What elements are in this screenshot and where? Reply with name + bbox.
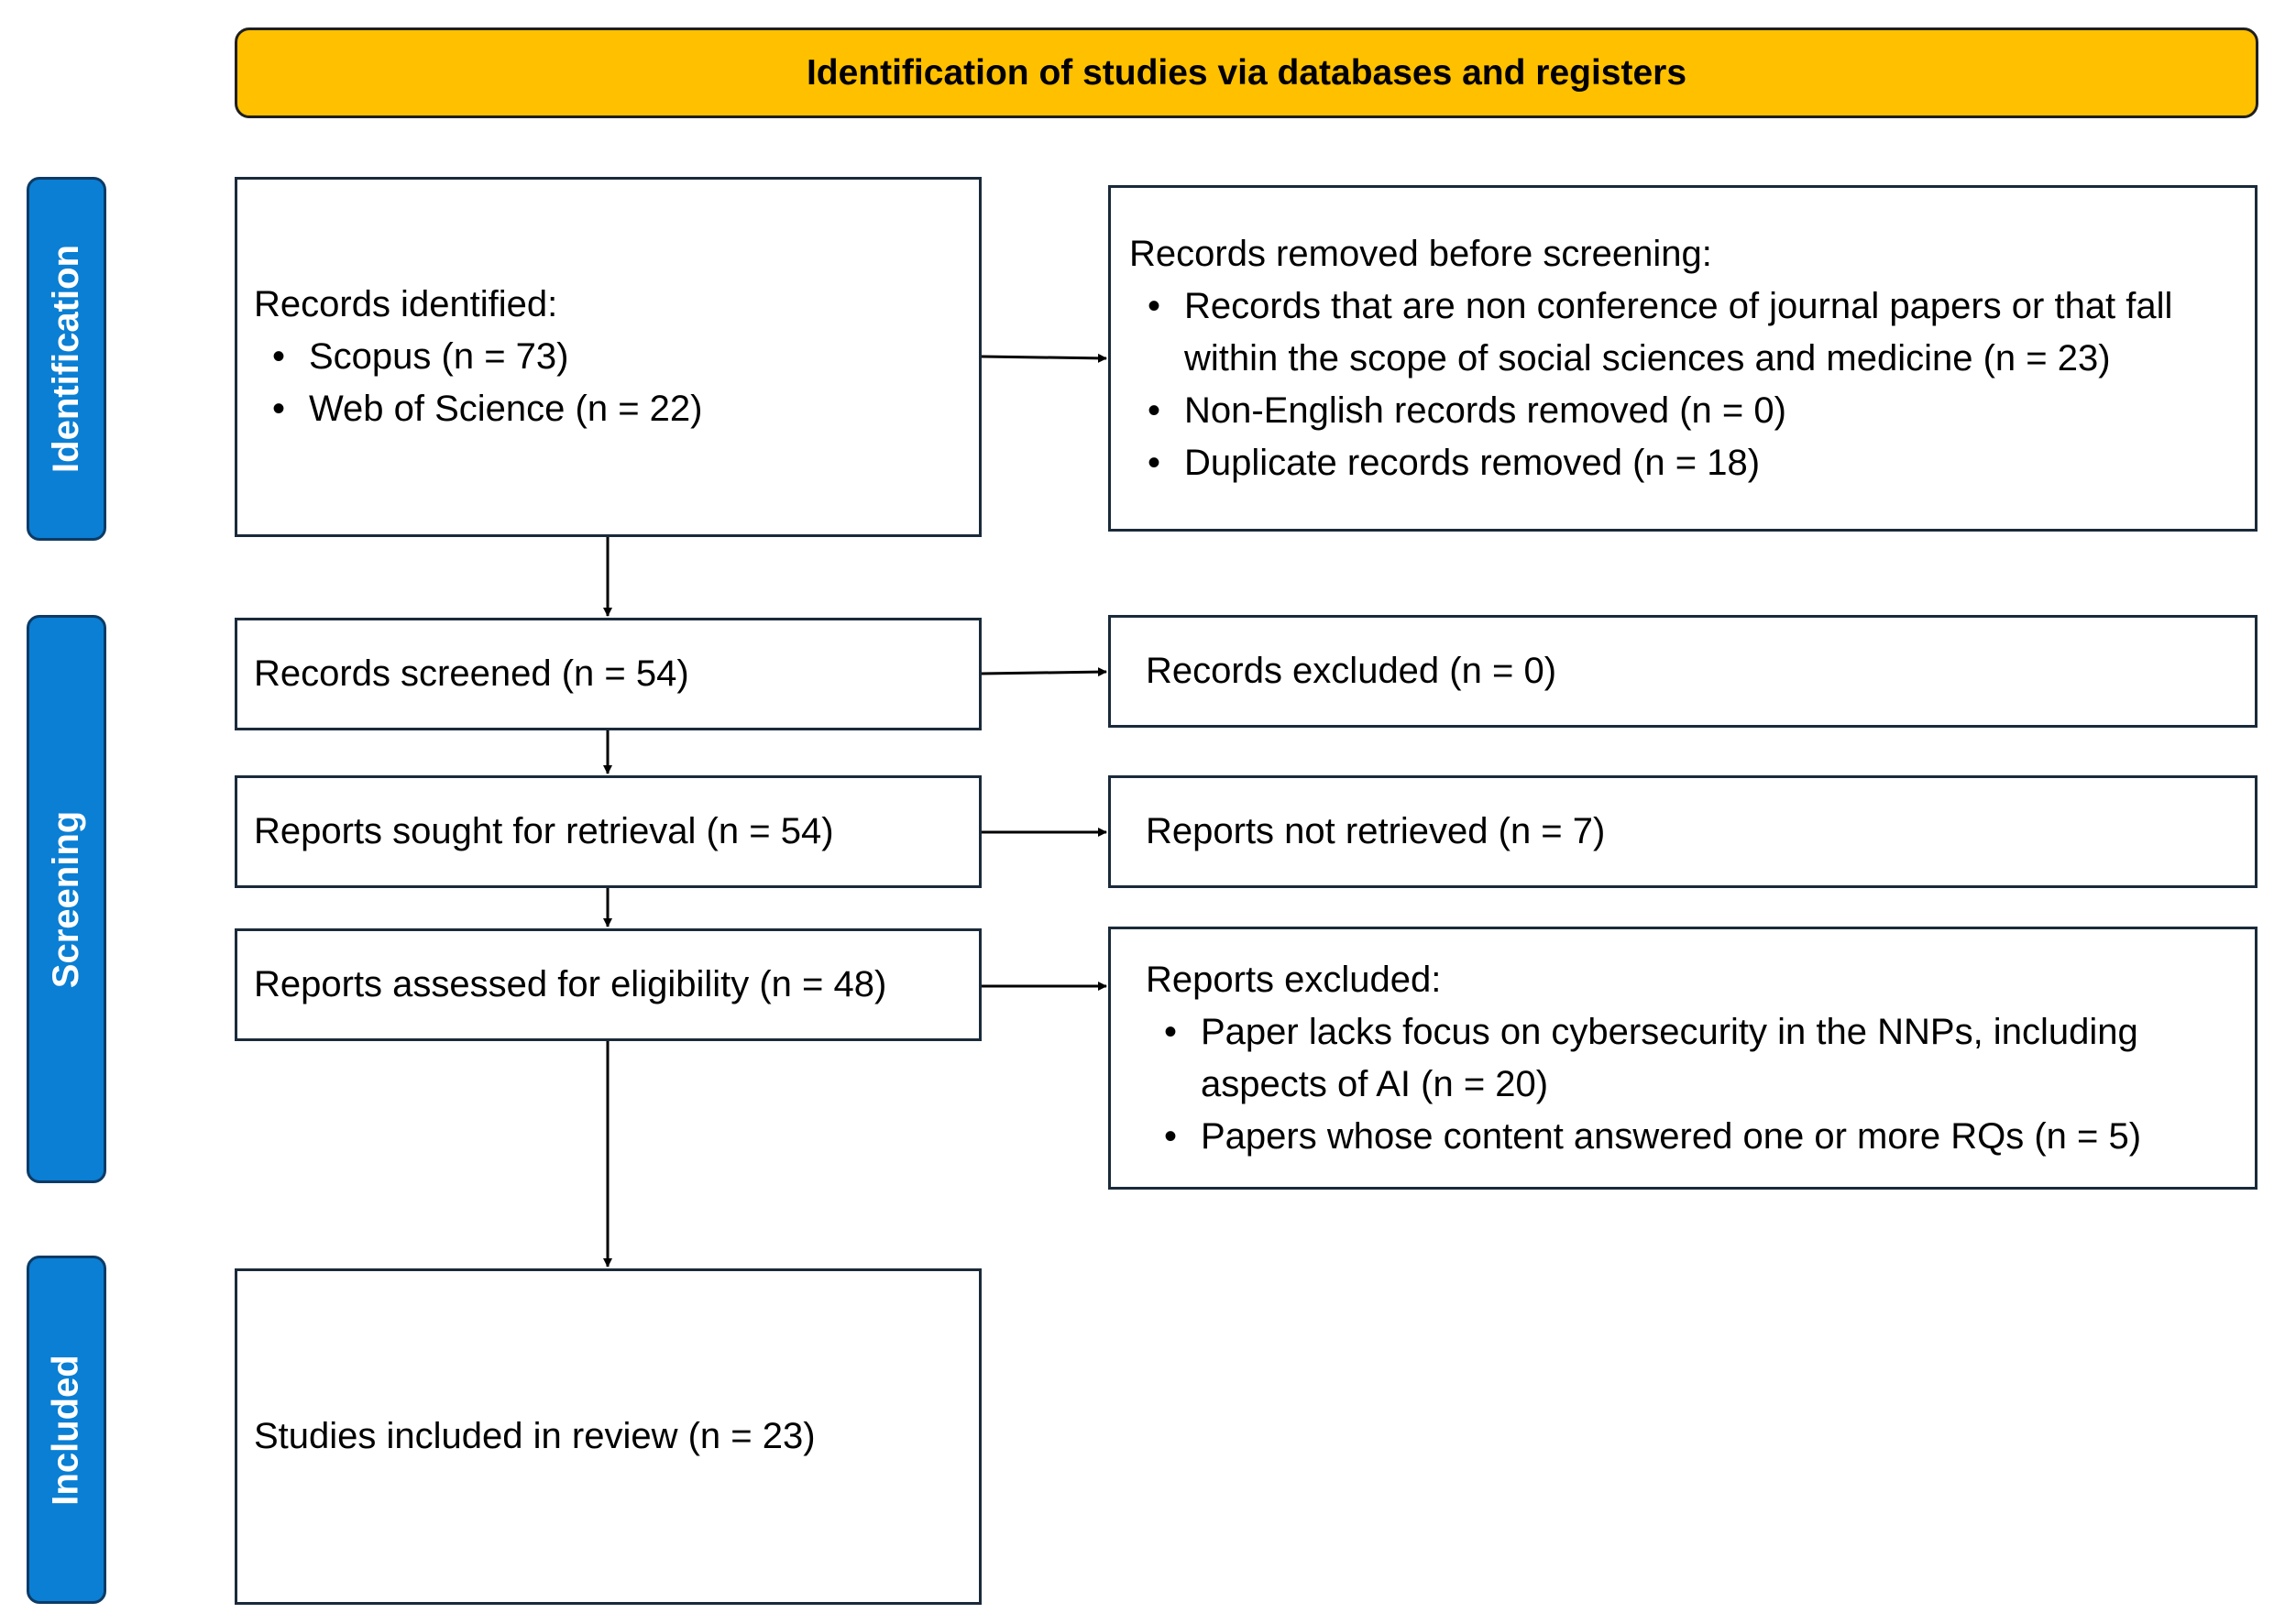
records-excluded-label: Records excluded (n = 0) bbox=[1146, 651, 1557, 691]
reports-assessed-label: Reports assessed for eligibility (n = 48… bbox=[254, 964, 887, 1004]
excluded-answered-rqs: Papers whose content answered one or mor… bbox=[1146, 1111, 2246, 1163]
stage-identification: Identification bbox=[27, 177, 106, 541]
reports-excluded-list: Paper lacks focus on cybersecurity in th… bbox=[1146, 1006, 2246, 1163]
records-removed-list: Records that are non conference of journ… bbox=[1129, 280, 2236, 489]
reports-excluded-heading: Reports excluded: bbox=[1146, 959, 1442, 1000]
records-screened-box: Records screened (n = 54) bbox=[235, 618, 982, 730]
removed-non-english: Non-English records removed (n = 0) bbox=[1129, 385, 2236, 437]
arrow-screened-to-excluded bbox=[981, 667, 1107, 677]
excluded-lacks-focus: Paper lacks focus on cybersecurity in th… bbox=[1146, 1006, 2246, 1111]
reports-sought-label: Reports sought for retrieval (n = 54) bbox=[254, 811, 834, 851]
reports-not-retrieved-box: Reports not retrieved (n = 7) bbox=[1108, 775, 2258, 888]
records-identified-list: Scopus (n = 73) Web of Science (n = 22) bbox=[254, 331, 703, 435]
records-identified-box: Records identified: Scopus (n = 73) Web … bbox=[235, 177, 982, 537]
phase-header: Identification of studies via databases … bbox=[235, 27, 2258, 118]
reports-not-retrieved-label: Reports not retrieved (n = 7) bbox=[1146, 811, 1606, 851]
phase-header-title: Identification of studies via databases … bbox=[806, 52, 1687, 93]
studies-included-label: Studies included in review (n = 23) bbox=[254, 1416, 816, 1456]
stage-included: Included bbox=[27, 1256, 106, 1604]
records-screened-label: Records screened (n = 54) bbox=[254, 653, 689, 694]
records-excluded-box: Records excluded (n = 0) bbox=[1108, 615, 2258, 728]
records-removed-box: Records removed before screening: Record… bbox=[1108, 185, 2258, 532]
stage-screening: Screening bbox=[27, 615, 106, 1183]
records-identified-heading: Records identified: bbox=[254, 284, 558, 324]
studies-included-box: Studies included in review (n = 23) bbox=[235, 1268, 982, 1605]
arrow-identified-to-removed bbox=[981, 353, 1107, 363]
reports-excluded-box: Reports excluded: Paper lacks focus on c… bbox=[1108, 927, 2258, 1190]
removed-duplicates: Duplicate records removed (n = 18) bbox=[1129, 437, 2236, 489]
reports-assessed-box: Reports assessed for eligibility (n = 48… bbox=[235, 928, 982, 1041]
source-web-of-science: Web of Science (n = 22) bbox=[254, 383, 703, 435]
removed-non-journal: Records that are non conference of journ… bbox=[1129, 280, 2236, 385]
reports-sought-box: Reports sought for retrieval (n = 54) bbox=[235, 775, 982, 888]
source-scopus: Scopus (n = 73) bbox=[254, 331, 703, 383]
records-removed-heading: Records removed before screening: bbox=[1129, 233, 1712, 274]
